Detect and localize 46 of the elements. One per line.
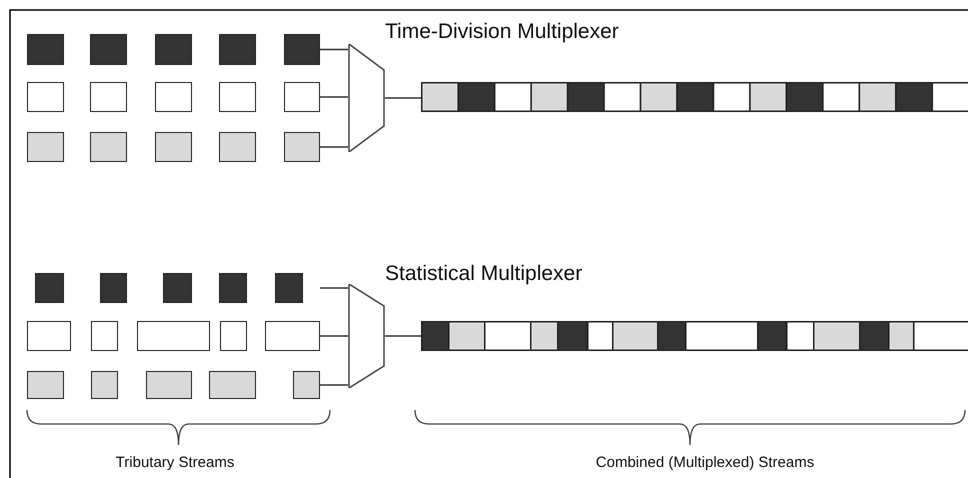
- packet-block: [35, 273, 64, 303]
- combined-stream-bar: [421, 82, 968, 112]
- packet-block: [265, 321, 320, 351]
- brace-label: Tributary Streams: [116, 454, 234, 471]
- packet-block: [284, 82, 320, 112]
- packet-block: [90, 34, 127, 65]
- packet-block: [27, 82, 64, 112]
- packet-block: [27, 34, 64, 65]
- brace-label: Combined (Multiplexed) Streams: [596, 454, 814, 471]
- connector-line: [320, 384, 348, 386]
- packet-block: [209, 371, 256, 399]
- packet-block: [90, 82, 127, 112]
- heading-text: Statistical Multiplexer: [385, 262, 582, 286]
- connector-line: [385, 97, 421, 99]
- connector-line: [320, 146, 348, 148]
- multiplexer-symbol: [348, 284, 385, 388]
- packet-block: [90, 132, 127, 162]
- connector-line: [320, 287, 348, 289]
- connector-line: [320, 335, 348, 337]
- packet-block: [155, 132, 192, 162]
- packet-block: [219, 82, 256, 112]
- connector-line: [320, 48, 348, 50]
- packet-block: [220, 321, 247, 351]
- packet-block: [219, 273, 247, 303]
- packet-block: [27, 321, 71, 351]
- packet-block: [146, 371, 192, 399]
- packet-block: [91, 321, 118, 351]
- packet-block: [100, 273, 127, 303]
- heading-text: Time-Division Multiplexer: [385, 20, 619, 44]
- packet-block: [219, 34, 256, 65]
- packet-block: [137, 321, 210, 351]
- packet-block: [155, 34, 192, 65]
- connector-line: [320, 96, 348, 98]
- packet-block: [284, 132, 320, 162]
- multiplexer-symbol: [348, 44, 385, 152]
- packet-block: [27, 371, 64, 399]
- combined-stream-bar: [421, 321, 968, 351]
- packet-block: [275, 273, 303, 303]
- packet-block: [219, 132, 256, 162]
- packet-block: [155, 82, 192, 112]
- packet-block: [163, 273, 192, 303]
- packet-block: [284, 34, 320, 65]
- packet-block: [27, 132, 64, 162]
- connector-line: [385, 335, 421, 337]
- packet-block: [293, 371, 320, 399]
- packet-block: [91, 371, 118, 399]
